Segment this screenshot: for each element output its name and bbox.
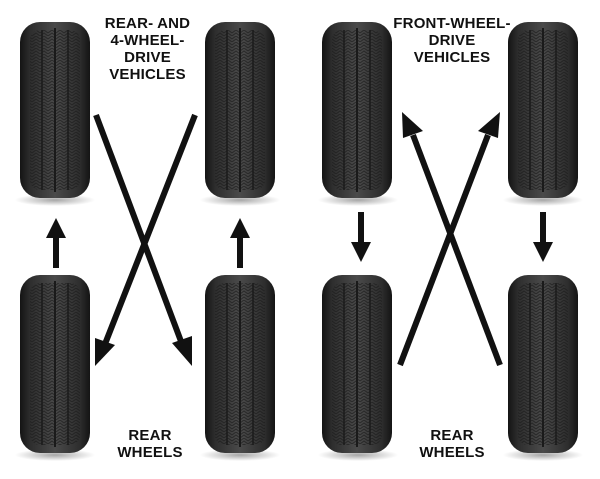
arrow-left-front-right-to-rear-left	[95, 113, 198, 366]
left-heading-line-2: 4-WHEEL-	[110, 32, 185, 49]
arrow-right-front-to-rear-right	[533, 212, 553, 262]
arrow-right-rear-left-to-front-right	[397, 112, 500, 367]
right-heading-line-1: FRONT-WHEEL-	[393, 15, 511, 32]
tire-right-front-right	[503, 22, 583, 206]
tire-left-front-right	[200, 22, 280, 206]
left-heading-line-1: REAR- AND	[104, 15, 191, 32]
right-footer-line-1: REAR	[430, 427, 474, 444]
tire-left-rear-right	[200, 275, 280, 461]
right-footer: REAR WHEELS	[400, 427, 504, 461]
left-heading: REAR- AND 4-WHEEL- DRIVE VEHICLES	[95, 15, 200, 83]
tire-right-rear-left	[318, 275, 398, 461]
arrow-right-front-to-rear-left	[351, 212, 371, 262]
tire-right-rear-right	[503, 275, 583, 461]
right-heading: FRONT-WHEEL- DRIVE VEHICLES	[389, 15, 515, 66]
tire-left-front-left	[15, 22, 95, 206]
right-heading-line-2: DRIVE	[428, 32, 476, 49]
left-footer-line-2: WHEELS	[117, 444, 183, 461]
left-footer: REAR WHEELS	[100, 427, 200, 461]
right-heading-line-3: VEHICLES	[413, 49, 491, 66]
arrow-left-front-left-to-rear-right	[93, 113, 192, 366]
tire-right-front-left	[318, 22, 398, 206]
arrow-left-rear-to-front-right	[230, 218, 250, 268]
arrow-left-rear-to-front-left	[46, 218, 66, 268]
right-footer-line-2: WHEELS	[419, 444, 485, 461]
tire-left-rear-left	[15, 275, 95, 461]
arrow-right-rear-right-to-front-left	[402, 112, 503, 367]
left-footer-line-1: REAR	[128, 427, 172, 444]
left-heading-line-3: DRIVE	[124, 49, 171, 66]
left-heading-line-4: VEHICLES	[109, 66, 186, 83]
